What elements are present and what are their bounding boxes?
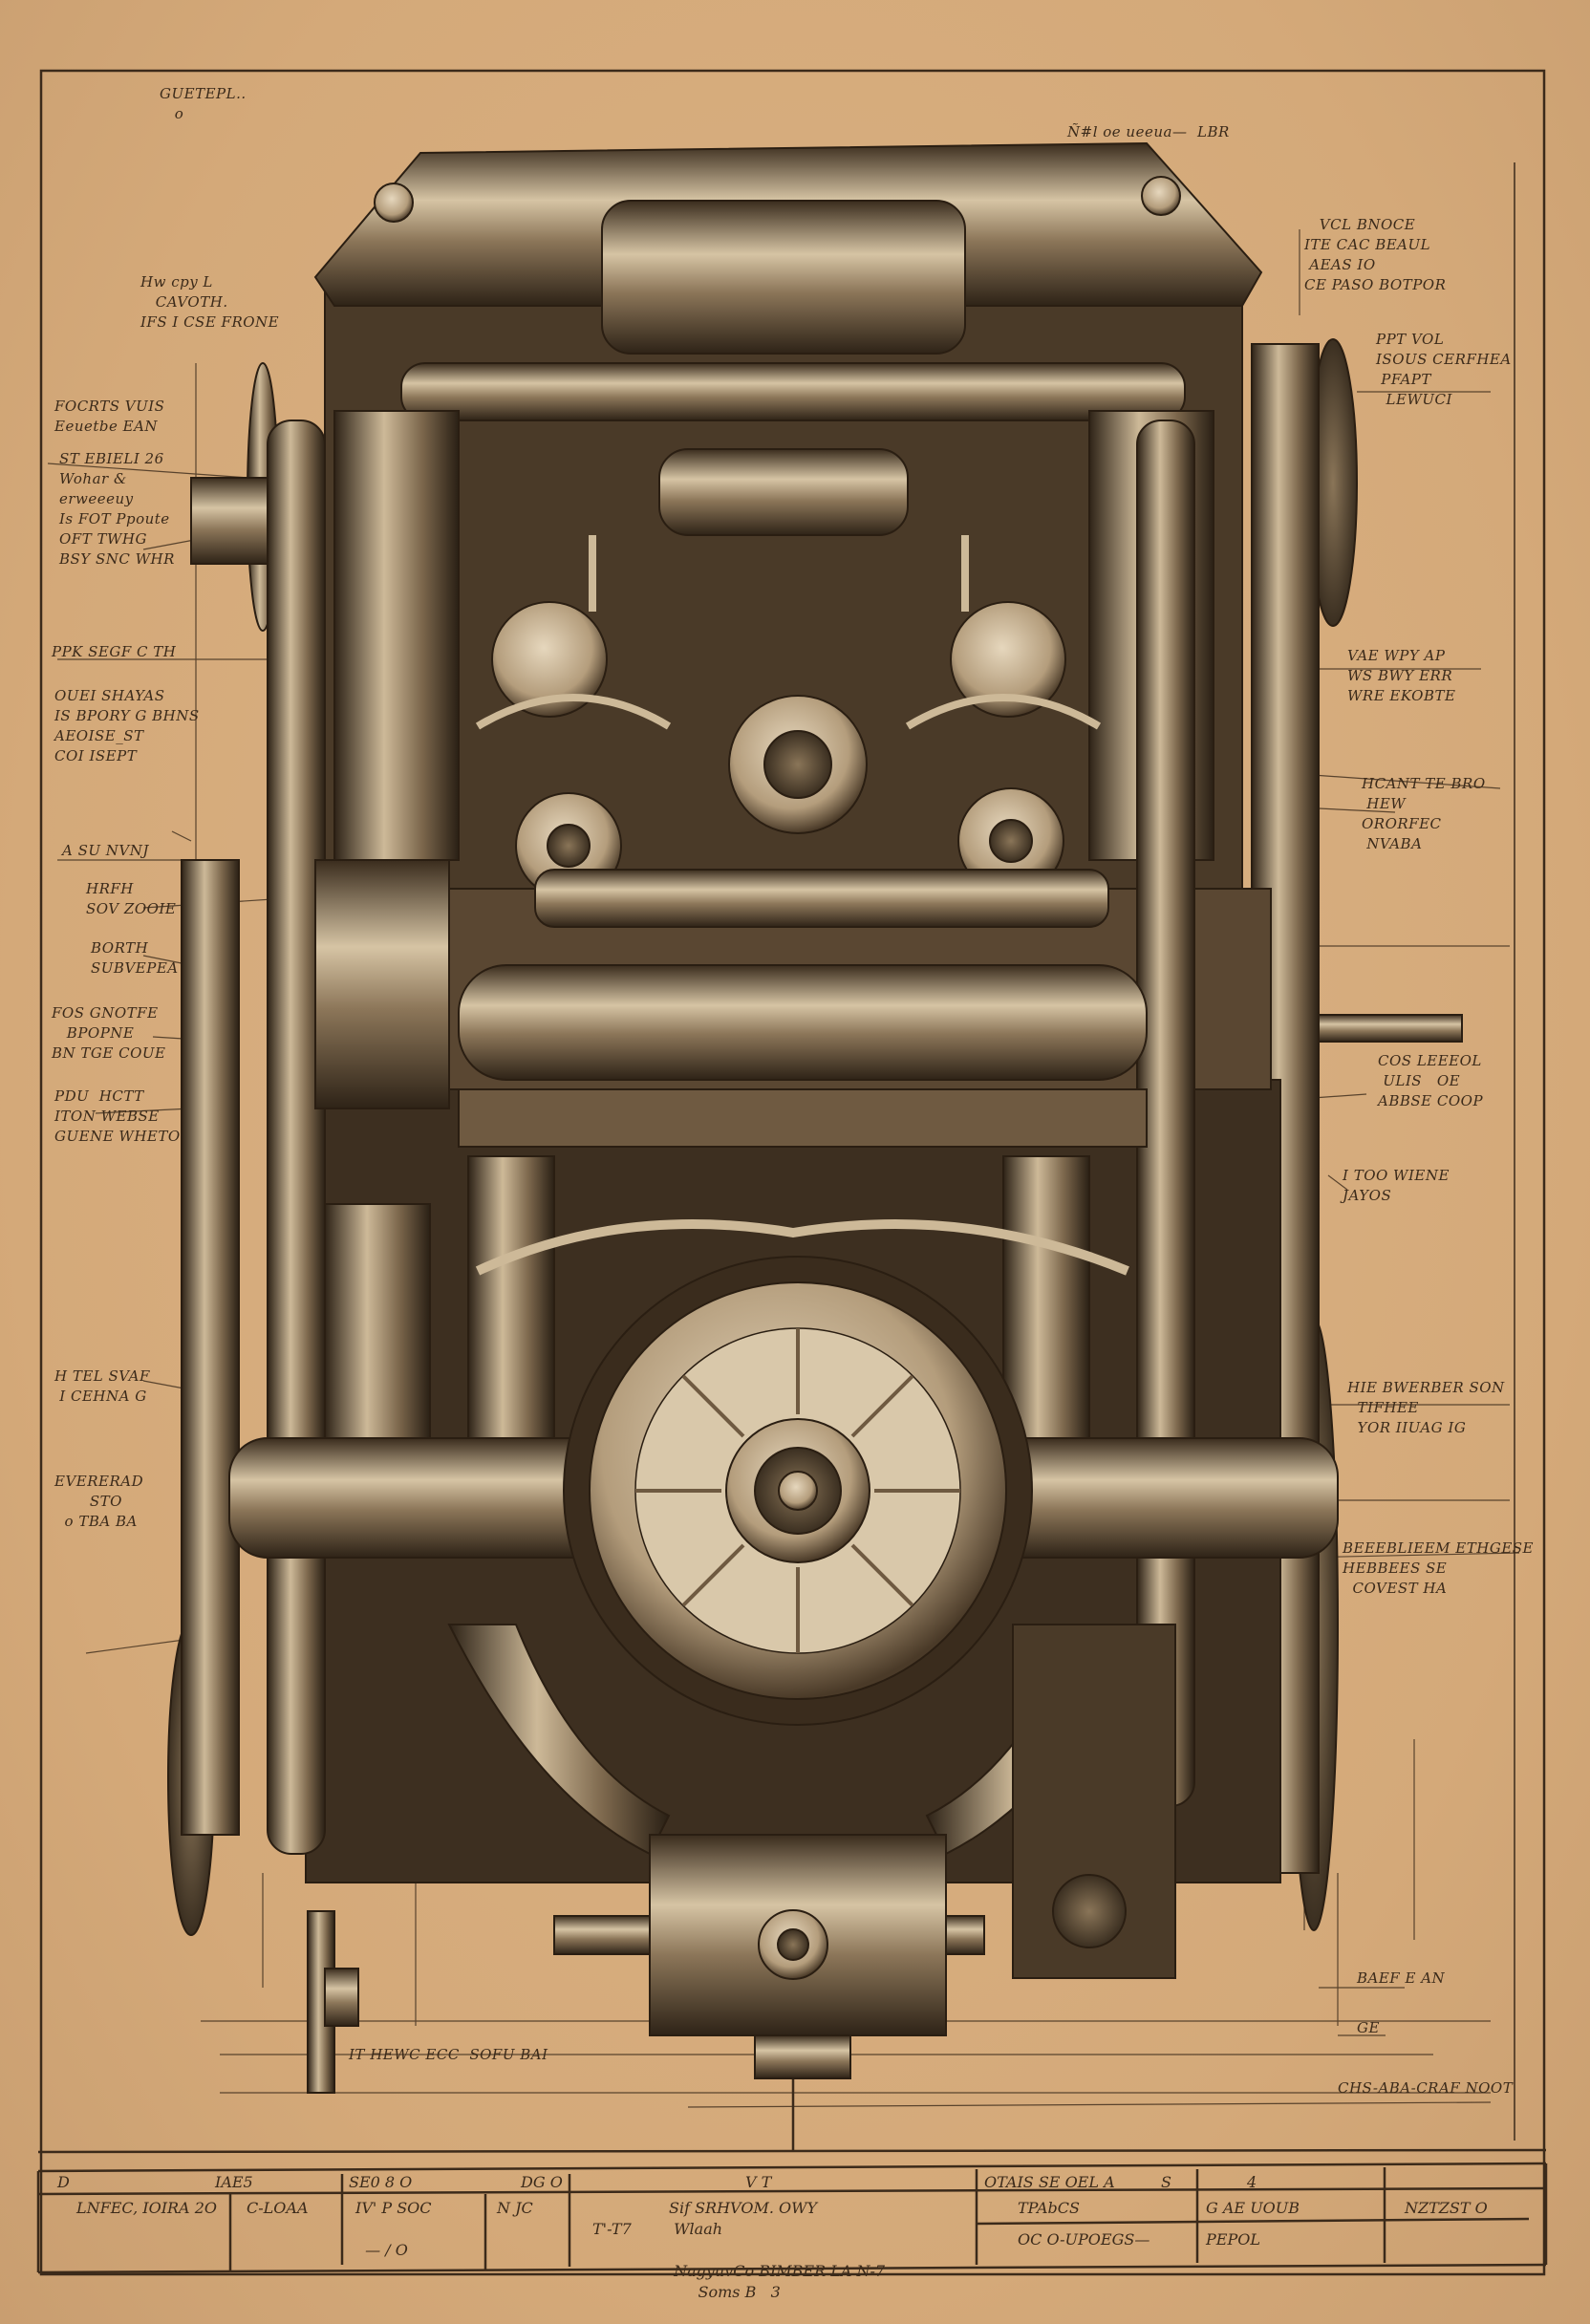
annotation-label: Hw cpy L CAVOTH. IFS I CSE FRONE <box>140 273 280 331</box>
annotation-label: PPT VOL ISOUS CERFHEA PFAPT LEWUCI <box>1376 331 1512 408</box>
title-block-cell: IV' P SOC — / O <box>355 2199 432 2259</box>
annotation-label: COS LEEEOL ULIS OE ABBSE COOP <box>1378 1052 1484 1109</box>
title-block-header-cell: D <box>57 2173 70 2191</box>
title-block-header-cell: SE0 8 O <box>349 2173 413 2191</box>
title-block-cell: PEPOL <box>1206 2230 1260 2249</box>
annotation-label: I TOO WIENE JAYOS <box>1343 1167 1450 1204</box>
annotation-label: HRFH SOV ZOOIE <box>86 880 177 917</box>
title-block-cell: T'-T7 <box>592 2220 632 2238</box>
title-block-header-cell: V T <box>745 2173 772 2191</box>
title-block-header-cell: S <box>1161 2173 1171 2191</box>
annotation-label: EVERERAD STO o TBA BA <box>54 1473 144 1530</box>
annotation-label: IT HEWC ECC SOFU BAI <box>349 2046 548 2063</box>
annotation-label: HCANT TE BRO HEW ORORFEC NVABA <box>1362 775 1486 852</box>
engine <box>167 141 1463 2094</box>
annotation-label: BEEEBLIEEM ETHGESE HEBBEES SE COVEST HA <box>1343 1539 1535 1597</box>
annotation-label: BORTH SUBVEPEA <box>91 939 179 977</box>
title-block-header-cell: 4 <box>1247 2173 1257 2191</box>
title-block-cell: G AE UOUB <box>1206 2199 1300 2217</box>
annotation-label: VCL BNOCE ITE CAC BEAUL AEAS IO CE PASO … <box>1304 216 1447 293</box>
annotation-label: PDU HCTT ITON WEBSE GUENE WHETO <box>54 1087 181 1145</box>
title-block-cell: LNFEC, IOIRA 2O <box>76 2199 217 2217</box>
frame-border <box>36 69 1548 2276</box>
annotation-label: OUEI SHAYAS IS BPORY G BHNS AEOISE_ST CO… <box>54 687 200 764</box>
title-block-cell: TPAbCS <box>1018 2199 1080 2217</box>
annotation-label: GE <box>1357 2019 1380 2036</box>
annotation-label: FOS GNOTFE BPOPNE BN TGE COUE <box>52 1004 166 1062</box>
title-block-cell: N JC <box>497 2199 533 2217</box>
annotation-label: Ñ#l oe ueeua— LBR <box>1067 123 1230 140</box>
annotation-label: BAEF E AN <box>1357 1969 1446 1987</box>
title-block-header-cell: DG O <box>521 2173 563 2191</box>
annotation-label: CHS-ABA-CRAF NOOT <box>1338 2079 1514 2097</box>
title-block-header-cell: OTAIS SE OEL A <box>984 2173 1115 2191</box>
title-block-cell: NZTZST O <box>1405 2199 1488 2217</box>
annotation-label: HIE BWERBER SON TIFHEE YOR IIUAG IG <box>1347 1379 1505 1436</box>
title-block-cell: Sif SRHVOM. OWY Wlaah NagyuvCo BIMBER LA… <box>669 2199 886 2301</box>
annotation-label: VAE WPY AP WS BWY ERR WRE EKOBTE <box>1347 647 1456 704</box>
title-block-header-cell: IAE5 <box>215 2173 253 2191</box>
annotation-label: GUETEPL.. o <box>160 85 247 122</box>
annotation-label: FOCRTS VUIS Eeuetbe EAN <box>54 398 165 435</box>
title-block-cell: OC O-UPOEGS— <box>1018 2230 1150 2249</box>
annotation-label: PPK SEGF C TH <box>52 643 177 660</box>
title-block-cell: C-LOAA <box>247 2199 309 2217</box>
annotation-label: A SU NVNJ <box>62 842 149 859</box>
annotation-label: ST EBIELI 26 Wohar & erweeeuy Is FOT Ppo… <box>59 450 175 568</box>
annotation-label: H TEL SVAF I CEHNA G <box>54 1367 150 1405</box>
